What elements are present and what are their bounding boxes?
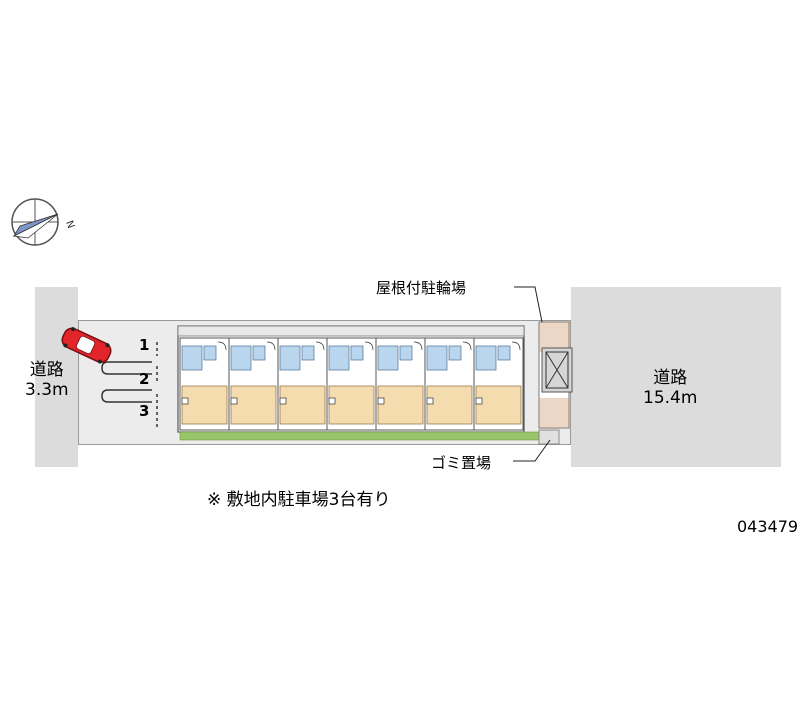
unit-bath	[203, 345, 217, 361]
unit-bath	[448, 345, 462, 361]
unit-bath	[497, 345, 511, 361]
unit-bath	[350, 345, 364, 361]
apartment-unit	[375, 337, 426, 431]
unit-bath	[301, 345, 315, 361]
unit-window	[328, 397, 336, 405]
unit-wet-area	[181, 345, 203, 371]
apartment-unit	[326, 337, 377, 431]
apartment-unit	[424, 337, 475, 431]
unit-window	[377, 397, 385, 405]
parking-note: ※ 敷地内駐車場3台有り	[207, 490, 391, 510]
right-road-width: 15.4m	[643, 388, 698, 408]
parking-space-2: 2	[139, 370, 150, 388]
parking-space-1: 1	[139, 336, 150, 354]
unit-door	[266, 341, 276, 351]
unit-wet-area	[377, 345, 399, 371]
unit-door	[413, 341, 423, 351]
unit-room	[328, 385, 375, 425]
apartment-unit	[228, 337, 279, 431]
unit-window	[279, 397, 287, 405]
compass-icon	[11, 198, 59, 246]
right-road-label: 道路 15.4m	[643, 368, 697, 408]
garbage-callout-line	[513, 439, 551, 462]
bicycle-parking-label: 屋根付駐輪場	[376, 279, 467, 297]
unit-door	[364, 341, 374, 351]
unit-wet-area	[475, 345, 497, 371]
left-road	[35, 287, 78, 467]
left-road-label: 道路 3.3m	[25, 360, 69, 400]
unit-room	[475, 385, 522, 425]
right-road-name: 道路	[653, 368, 688, 388]
apartment-unit	[473, 337, 524, 431]
compass-north-letter: N	[63, 219, 76, 230]
left-road-name: 道路	[29, 360, 64, 380]
unit-room	[230, 385, 277, 425]
parking-area	[101, 342, 158, 428]
apartment-unit	[179, 337, 230, 431]
left-road-width: 3.3m	[25, 380, 69, 400]
apartment-unit	[277, 337, 328, 431]
unit-room	[377, 385, 424, 425]
unit-door	[217, 341, 227, 351]
unit-door	[462, 341, 472, 351]
unit-wet-area	[230, 345, 252, 371]
unit-wet-area	[279, 345, 301, 371]
unit-group	[179, 337, 524, 431]
car-icon	[61, 327, 112, 364]
unit-room	[279, 385, 326, 425]
garbage-area	[538, 429, 560, 445]
unit-room	[181, 385, 228, 425]
unit-wet-area	[426, 345, 448, 371]
unit-window	[181, 397, 189, 405]
property-code: 043479	[737, 517, 799, 536]
bicycle-parking-structure	[538, 321, 573, 445]
parking-space-3: 3	[139, 402, 150, 420]
right-road	[571, 287, 781, 467]
garbage-label: ゴミ置場	[431, 454, 492, 472]
unit-bath	[252, 345, 266, 361]
unit-window	[230, 397, 238, 405]
unit-window	[475, 397, 483, 405]
bicycle-callout-line	[514, 286, 543, 323]
unit-window	[426, 397, 434, 405]
unit-wet-area	[328, 345, 350, 371]
unit-door	[315, 341, 325, 351]
unit-door	[511, 341, 521, 351]
unit-bath	[399, 345, 413, 361]
greenery-strip	[179, 431, 541, 441]
unit-room	[426, 385, 473, 425]
